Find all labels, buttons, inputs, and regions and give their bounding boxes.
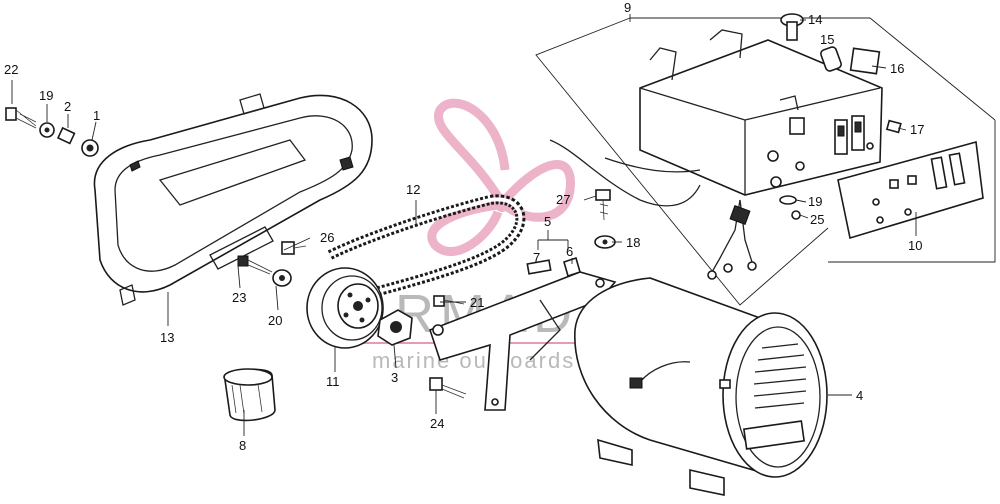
callout-4: 4: [856, 388, 863, 403]
generator: [574, 277, 828, 496]
callout-7: 7: [533, 250, 540, 265]
callout-labels: 22 19 2 1 13 23 26 20 11 3 8 12 21 24 5 …: [4, 0, 924, 453]
callout-13: 13: [160, 330, 174, 345]
callout-2: 2: [64, 99, 71, 114]
callout-18: 18: [626, 235, 640, 250]
face-plate: [837, 140, 984, 240]
terminal-7: [526, 259, 552, 275]
washer-19-right: [779, 195, 797, 205]
callout-8: 8: [239, 438, 246, 453]
control-box: [639, 29, 883, 196]
callout-10: 10: [908, 238, 922, 253]
callout-26: 26: [320, 230, 334, 245]
bushing-collar: [223, 368, 276, 422]
screw-27: [595, 189, 611, 221]
callout-5: 5: [544, 214, 551, 229]
bolt-22: [5, 107, 37, 129]
collar-2: [56, 126, 76, 145]
callout-19-right: 19: [808, 194, 822, 209]
bolt-24: [429, 377, 467, 399]
callout-24: 24: [430, 416, 444, 431]
knob-14: [780, 13, 804, 41]
plate-16: [849, 47, 881, 75]
callout-20: 20: [268, 313, 282, 328]
leader-lines: [11, 14, 917, 436]
clip-17: [885, 119, 902, 134]
washer-19-left-hole: [44, 127, 50, 133]
bolt-26: [281, 241, 307, 255]
callout-17: 17: [910, 122, 924, 137]
generator-vents: [753, 343, 807, 409]
callout-15: 15: [820, 32, 834, 47]
armada-logo: [427, 98, 575, 256]
callout-12: 12: [406, 182, 420, 197]
screw-25: [791, 210, 801, 220]
callout-21: 21: [470, 295, 484, 310]
belt-cover: [93, 93, 373, 306]
callout-19-left: 19: [39, 88, 53, 103]
nut-1: [81, 139, 99, 157]
watermark-tagline: marine outboards: [372, 348, 575, 373]
callout-16: 16: [890, 61, 904, 76]
callout-1: 1: [93, 108, 100, 123]
mount-bracket: [428, 271, 617, 411]
wire-harness: [549, 139, 757, 280]
callout-3: 3: [391, 370, 398, 385]
callout-11: 11: [326, 374, 340, 389]
callout-27: 27: [556, 192, 570, 207]
pulley-hub: [377, 309, 413, 346]
callout-25: 25: [810, 212, 824, 227]
callout-6: 6: [566, 244, 573, 259]
callout-22: 22: [4, 62, 18, 77]
grommet-15: [820, 46, 842, 72]
group-outline-9: [535, 17, 996, 306]
bolt-23: [237, 255, 273, 275]
drive-belt: [327, 194, 526, 305]
callout-14: 14: [808, 12, 822, 27]
callout-23: 23: [232, 290, 246, 305]
callout-9: 9: [624, 0, 631, 15]
pulley: [306, 267, 384, 349]
washer-20: [272, 269, 292, 287]
